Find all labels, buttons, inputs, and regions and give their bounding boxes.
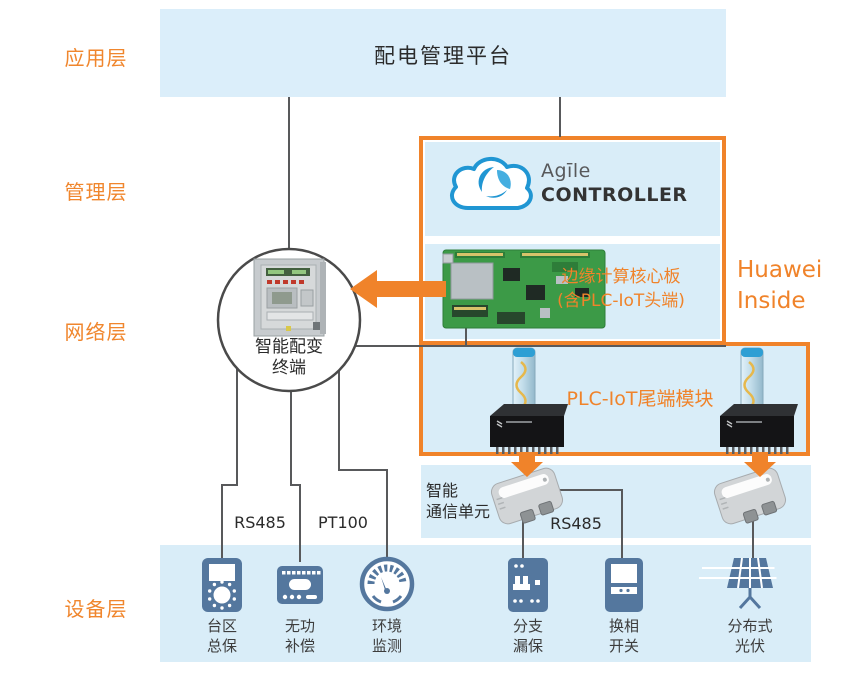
pt100-label: PT100 [318,513,368,532]
platform-title: 配电管理平台 [374,44,512,68]
wire-terminal-to-device2 [290,368,301,562]
edge-board-line2: (含PLC-IoT头端) [557,291,685,311]
layer-label-device: 设备层 [64,597,128,621]
huawei-inside-line1: Huawei [737,257,823,283]
layer-label-application: 应用层 [64,46,128,70]
device-label-district-protector: 台区 总保 [206,617,237,655]
comm-unit-line1: 智能 [426,481,459,500]
terminal-cabinet-image [253,258,326,337]
agile-brand-bottom: CONTROLLER [541,184,688,206]
edge-board-line1: 边缘计算核心板 [561,267,681,287]
huawei-inside-line2: Inside [737,288,806,314]
rs485-left-label: RS485 [234,513,286,532]
terminal-line2: 终端 [272,358,306,378]
terminal-line1: 智能配变 [255,337,323,357]
device-label-phase-switch: 换相 开关 [608,617,639,655]
comm-unit-label: 智能 通信单元 [426,480,490,522]
device-layer-box [160,545,811,662]
layer-label-network: 网络层 [64,320,128,344]
device-label-branch-breaker: 分支 漏保 [512,617,543,655]
application-layer-box [160,9,726,97]
device-label-environment-monitor: 环境 监测 [371,617,402,655]
edge-board-label: 边缘计算核心板 (含PLC-IoT头端) [546,265,696,313]
comm-unit-line2: 通信单元 [426,502,491,521]
wire-terminal-to-device1 [221,365,238,562]
layer-label-management: 管理层 [64,180,128,204]
rs485-right-label: RS485 [550,514,602,533]
device-label-reactive-compensation: 无功 补偿 [284,617,315,655]
terminal-label: 智能配变 终端 [229,337,349,379]
plc-tail-label: PLC-IoT尾端模块 [566,388,714,410]
device-label-distributed-pv: 分布式 光伏 [727,617,773,655]
huawei-inside-label: Huawei Inside [737,255,822,317]
wire-terminal-to-device3 [338,365,388,562]
agile-brand-top: Agīle [541,160,591,182]
